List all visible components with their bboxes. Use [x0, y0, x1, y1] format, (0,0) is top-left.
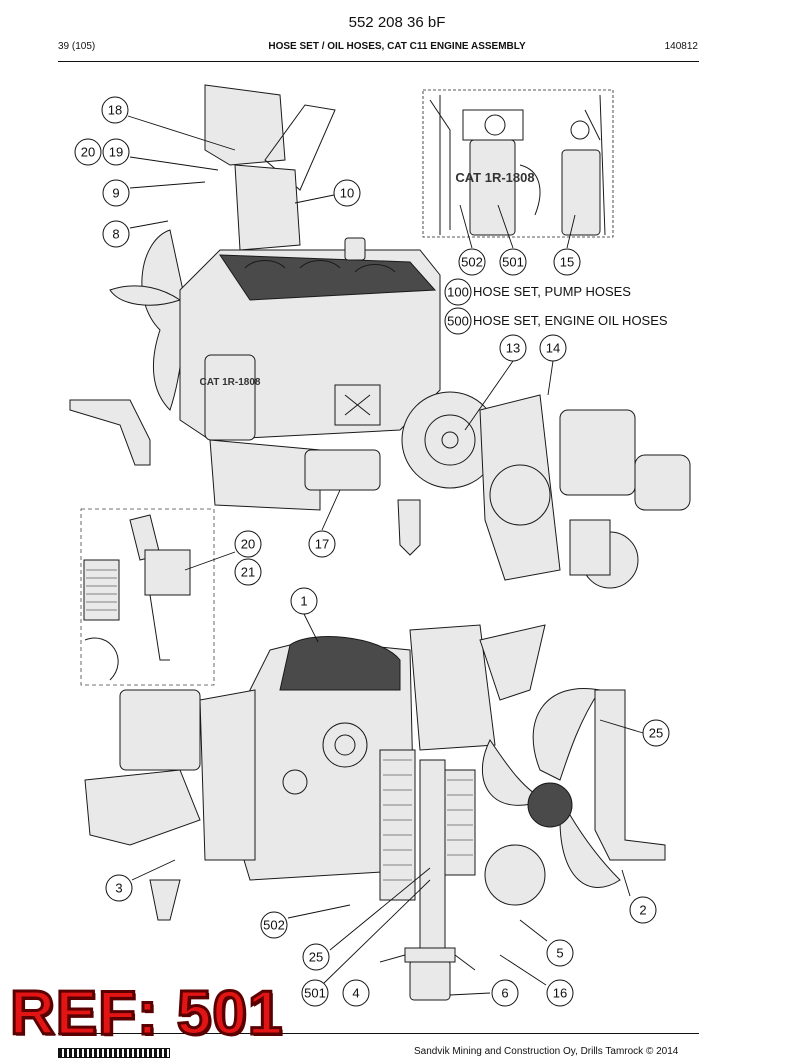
- svg-text:10: 10: [340, 186, 354, 201]
- svg-text:9: 9: [112, 186, 119, 201]
- svg-text:500: 500: [447, 314, 469, 329]
- callout-20: 20: [74, 138, 102, 166]
- legend-callout-100: 100: [444, 278, 472, 306]
- engine-filter-label: CAT 1R-1808: [200, 377, 261, 388]
- callout-2: 2: [629, 896, 657, 924]
- callout-502: 502: [458, 248, 486, 276]
- callout-3: 3: [105, 874, 133, 902]
- svg-text:15: 15: [560, 255, 574, 270]
- callout-13: 13: [499, 334, 527, 362]
- svg-text:2: 2: [639, 903, 646, 918]
- header-rule: [58, 61, 699, 62]
- reference-stamp: REF: 501: [8, 978, 284, 1050]
- callout-20-inset: 20: [234, 530, 262, 558]
- company-logo: [58, 1048, 170, 1058]
- upper-engine-assembly: CAT 1R-1808: [69, 84, 691, 589]
- svg-text:17: 17: [315, 537, 329, 552]
- callout-5: 5: [546, 939, 574, 967]
- document-date: 140812: [664, 41, 698, 52]
- callout-19: 19: [102, 138, 130, 166]
- callout-502-lower: 502: [260, 911, 288, 939]
- svg-text:13: 13: [506, 341, 520, 356]
- callout-6: 6: [491, 979, 519, 1007]
- callout-18: 18: [101, 96, 129, 124]
- svg-text:3: 3: [115, 881, 122, 896]
- svg-text:19: 19: [109, 145, 123, 160]
- svg-text:20: 20: [241, 537, 255, 552]
- svg-text:501: 501: [304, 986, 326, 1001]
- legend-item-pump-hoses: HOSE SET, PUMP HOSES: [473, 284, 631, 299]
- svg-text:502: 502: [263, 918, 285, 933]
- callout-17: 17: [308, 530, 336, 558]
- callout-501: 501: [499, 248, 527, 276]
- callout-14: 14: [539, 334, 567, 362]
- svg-text:502: 502: [461, 255, 483, 270]
- svg-text:1: 1: [300, 594, 307, 609]
- callout-501-lower: 501: [301, 979, 329, 1007]
- callout-16: 16: [546, 979, 574, 1007]
- page-index: 39 (105): [58, 41, 96, 52]
- svg-text:25: 25: [649, 726, 663, 741]
- svg-text:16: 16: [553, 986, 567, 1001]
- document-number: 552 208 36 bF: [348, 14, 446, 31]
- svg-text:21: 21: [241, 565, 255, 580]
- callout-10: 10: [333, 179, 361, 207]
- page-title: HOSE SET / OIL HOSES, CAT C11 ENGINE ASS…: [268, 41, 526, 52]
- svg-text:501: 501: [502, 255, 524, 270]
- callout-21: 21: [234, 558, 262, 586]
- svg-text:25: 25: [309, 950, 323, 965]
- footer-rule: [58, 1033, 699, 1034]
- filter-detail-inset: CAT 1R-1808: [422, 89, 614, 238]
- callout-15: 15: [553, 248, 581, 276]
- legend-callout-500: 500: [444, 307, 472, 335]
- mount-detail-inset: [80, 508, 215, 686]
- svg-text:4: 4: [352, 986, 359, 1001]
- svg-text:20: 20: [81, 145, 95, 160]
- leader-lines: [127, 115, 644, 996]
- lower-engine-assembly: [84, 624, 666, 1001]
- footer-copyright: Sandvik Mining and Construction Oy, Dril…: [414, 1046, 679, 1057]
- svg-text:6: 6: [501, 986, 508, 1001]
- callout-25: 25: [642, 719, 670, 747]
- callout-4: 4: [342, 979, 370, 1007]
- svg-text:8: 8: [112, 227, 119, 242]
- svg-text:100: 100: [447, 285, 469, 300]
- callout-25-lower: 25: [302, 943, 330, 971]
- svg-text:18: 18: [108, 103, 122, 118]
- svg-text:14: 14: [546, 341, 560, 356]
- callout-9: 9: [102, 179, 130, 207]
- callout-1: 1: [290, 587, 318, 615]
- inset-filter-label: CAT 1R-1808: [455, 170, 534, 185]
- svg-text:5: 5: [556, 946, 563, 961]
- legend-item-engine-oil-hoses: HOSE SET, ENGINE OIL HOSES: [473, 313, 668, 328]
- callout-8: 8: [102, 220, 130, 248]
